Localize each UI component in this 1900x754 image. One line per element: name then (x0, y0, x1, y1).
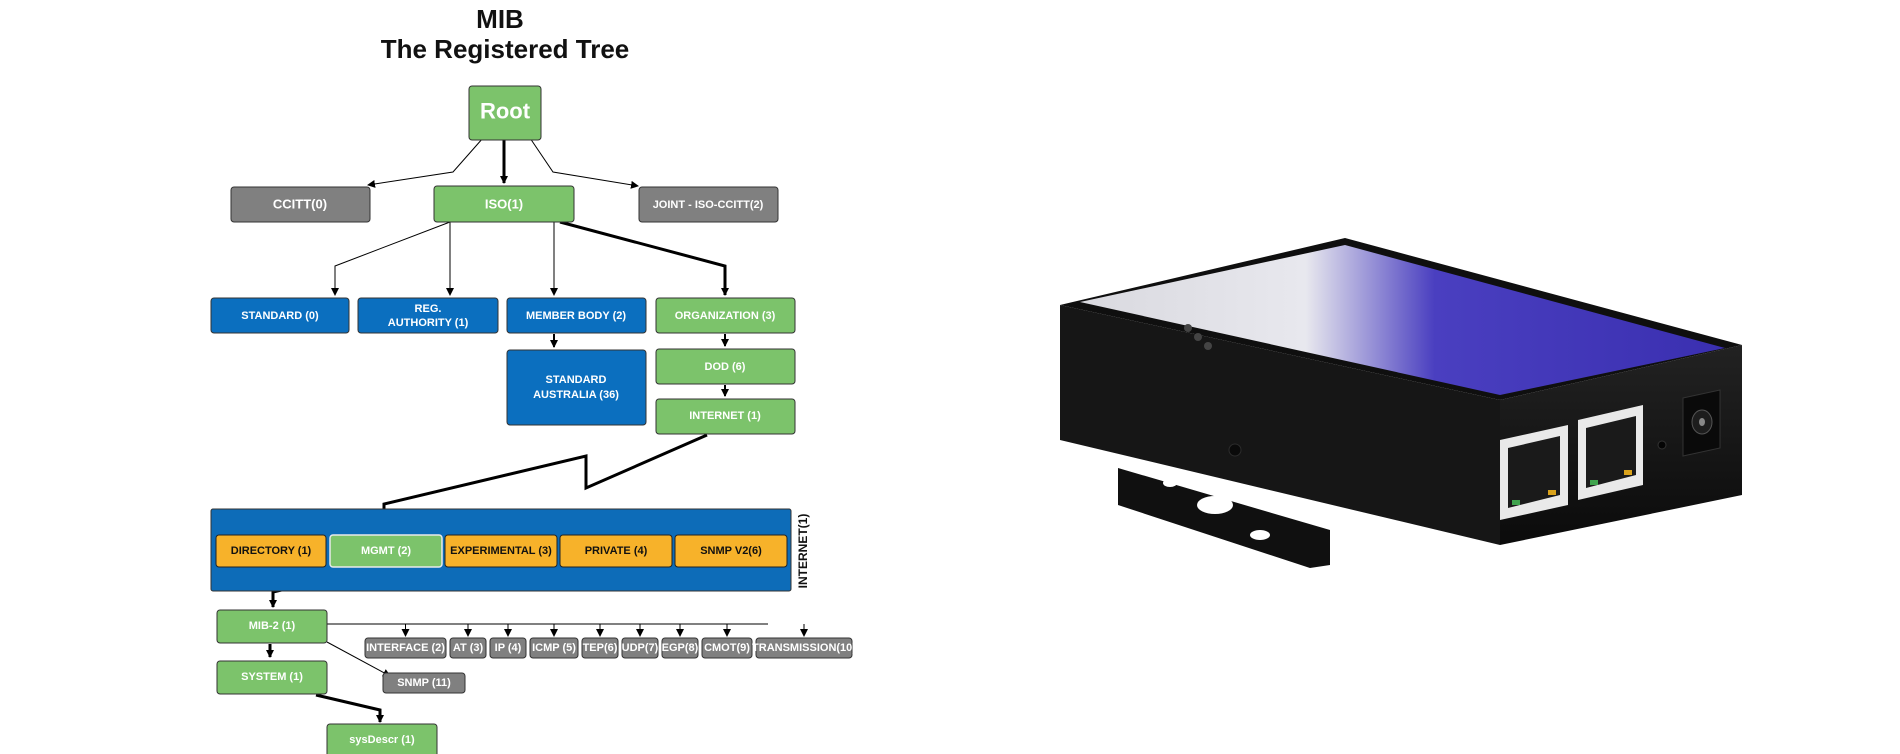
mib2-child-box (489, 637, 527, 659)
tree-nodes: Root CCITT(0) ISO(1) JOINT - ISO-CCITT(2… (210, 85, 856, 754)
node-dod-label: DOD (6) (705, 361, 746, 373)
mib2-child-label: TEP(6) (583, 642, 618, 654)
node-snmpv2 (674, 534, 788, 568)
mib2-child-box (755, 637, 853, 659)
side-screw (1228, 443, 1242, 457)
node-system (216, 660, 328, 695)
internet-band-label: INTERNET(1) (796, 514, 810, 589)
mib2-bus-drops (401, 624, 808, 637)
diagram-subtitle: The Registered Tree (381, 34, 630, 64)
node-organization-label: ORGANIZATION (3) (675, 310, 776, 322)
node-root-label: Root (480, 99, 531, 124)
mib2-children-row: INTERFACE (2) AT (3) IP (4) ICMP (5) TEP(6) U… (364, 637, 856, 659)
led-2 (1194, 333, 1202, 341)
device-photo (1060, 238, 1742, 568)
node-reg-authority-label-1: REG. (415, 303, 442, 315)
device-top-label (1080, 245, 1725, 395)
edge-root-joint (529, 137, 639, 189)
device-left-side (1060, 305, 1500, 545)
mib2-child-label: INTERFACE (2) (366, 642, 445, 654)
node-iso-label: ISO(1) (485, 197, 523, 212)
led-3 (1204, 342, 1212, 350)
edge-root-ccitt (367, 137, 484, 188)
node-experimental-label: EXPERIMENTAL (3) (450, 545, 552, 557)
mib2-child-box (701, 637, 753, 659)
node-mib2-label: MIB-2 (1) (249, 620, 296, 632)
node-standard-australia (506, 349, 647, 426)
node-internet-label: INTERNET (1) (689, 410, 761, 422)
node-joint (638, 186, 779, 223)
node-ccitt-label: CCITT(0) (273, 197, 327, 212)
node-standard-label: STANDARD (0) (241, 310, 319, 322)
node-private (559, 534, 673, 568)
node-snmp (382, 672, 466, 694)
mib2-child-box (529, 637, 579, 659)
mib2-child-box (449, 637, 487, 659)
mib2-child-label: TRANSMISSION(10) (752, 642, 856, 654)
node-ccitt (230, 186, 371, 223)
node-iso (433, 185, 575, 223)
node-private-label: PRIVATE (4) (585, 545, 648, 557)
mib2-child-label: UDP(7) (622, 642, 659, 654)
reset-button-hole (1657, 440, 1667, 450)
node-dod (655, 348, 796, 385)
edge-mib2-snmp (326, 641, 391, 677)
mib2-child-label: EGP(8) (662, 642, 699, 654)
node-standard-australia-label-2: AUSTRALIA (36) (533, 389, 619, 401)
flange-hole-left (1163, 479, 1177, 487)
mib2-child-box (364, 637, 447, 659)
mib2-child-box (661, 637, 699, 659)
node-sysdescr-label: sysDescr (1) (349, 734, 415, 746)
flange-hole-large (1197, 496, 1233, 514)
edge-iso-standard (331, 221, 451, 296)
rj45-port-1 (1500, 425, 1568, 520)
node-sysdescr (326, 723, 438, 754)
edge-iso-org (559, 220, 729, 296)
mib2-child-label: CMOT(9) (704, 642, 750, 654)
dc-power-jack (1682, 389, 1721, 457)
node-internet (655, 398, 796, 435)
mib2-child-label: IP (4) (495, 642, 522, 654)
led-1 (1184, 324, 1192, 332)
node-snmpv2-label: SNMP V2(6) (700, 545, 762, 557)
node-reg-authority-label-2: AUTHORITY (1) (388, 317, 469, 329)
node-snmp-label: SNMP (11) (397, 677, 451, 689)
node-system-label: SYSTEM (1) (241, 671, 303, 683)
node-organization (655, 297, 796, 334)
node-reg-authority (357, 297, 499, 334)
edge-system-sysdescr (315, 693, 384, 723)
mib2-child-label: AT (3) (453, 642, 484, 654)
node-mgmt-label: MGMT (2) (361, 545, 411, 557)
node-root (468, 85, 542, 141)
node-member-body-label: MEMBER BODY (2) (526, 310, 626, 322)
rj45-port-2 (1578, 405, 1643, 500)
device-flange (1118, 468, 1330, 568)
diagram-title: MIB (476, 4, 524, 34)
node-standard-australia-label-1: STANDARD (546, 374, 607, 386)
node-member-body (506, 297, 647, 334)
node-standard (210, 297, 350, 334)
node-joint-label: JOINT - ISO-CCITT(2) (653, 199, 764, 211)
flange-hole-small (1250, 530, 1270, 540)
mib2-child-label: ICMP (5) (532, 642, 576, 654)
node-directory (215, 534, 327, 568)
node-mib2 (216, 609, 328, 644)
node-directory-label: DIRECTORY (1) (231, 545, 312, 557)
mib2-child-box (621, 637, 659, 659)
node-experimental (444, 534, 558, 568)
node-mgmt (329, 534, 443, 568)
mib2-child-box (581, 637, 619, 659)
